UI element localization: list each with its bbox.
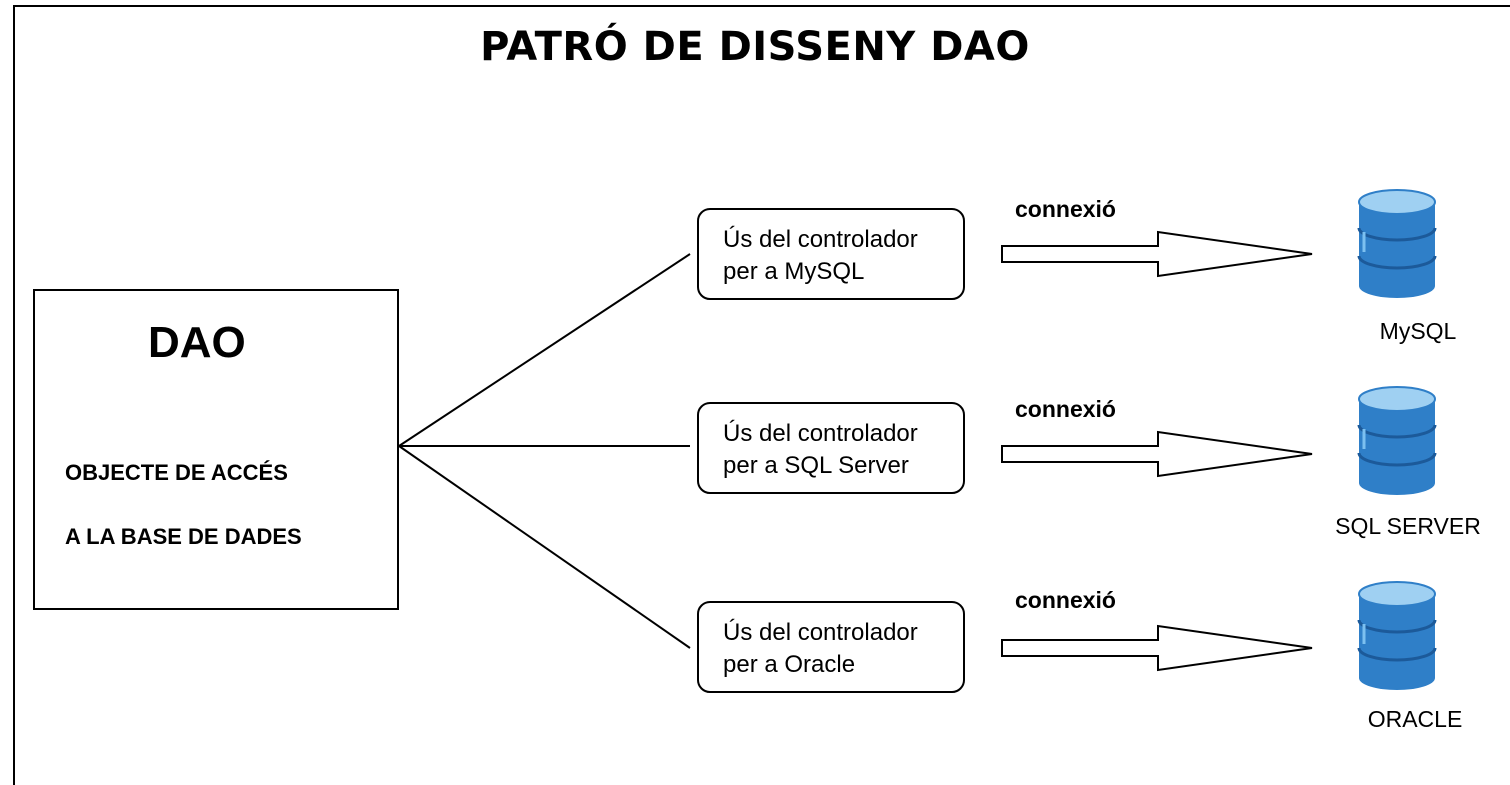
connector-dao-oracle	[398, 445, 691, 649]
controller-box-sqlserver: Ús del controlador per a SQL Server	[697, 402, 965, 494]
diagram-title: PATRÓ DE DISSENY DAO	[480, 24, 1030, 70]
controller-label-line2: per a MySQL	[723, 258, 865, 285]
arrow-mysql	[1001, 230, 1313, 278]
connector-dao-mysql	[398, 253, 691, 447]
controller-label-line1: Ús del controlador	[723, 420, 918, 447]
dao-subtitle-line2: A LA BASE DE DADES	[65, 524, 302, 549]
connection-label-mysql: connexió	[1015, 196, 1116, 222]
controller-label-line1: Ús del controlador	[723, 619, 918, 646]
controller-box-oracle: Ús del controlador per a Oracle	[697, 601, 965, 693]
connection-label-sqlserver: connexió	[1015, 396, 1116, 422]
database-label-sqlserver: SQL SERVER	[1335, 513, 1481, 539]
controller-label-line2: per a SQL Server	[723, 452, 909, 479]
connection-label-oracle: connexió	[1015, 587, 1116, 613]
controller-label-line1: Ús del controlador	[723, 226, 918, 253]
dao-subtitle-line1: OBJECTE DE ACCÉS	[65, 460, 288, 485]
database-icon	[1357, 386, 1437, 495]
database-label-oracle: ORACLE	[1367, 706, 1463, 732]
arrow-oracle	[1001, 624, 1313, 672]
controller-label-line2: per a Oracle	[723, 651, 856, 678]
connectors-layer	[398, 230, 1313, 672]
arrow-sqlserver	[1001, 430, 1313, 478]
database-icon	[1357, 189, 1437, 298]
database-icon	[1357, 581, 1437, 690]
dao-title: DAO	[148, 318, 246, 367]
controller-box-mysql: Ús del controlador per a MySQL	[697, 208, 965, 300]
dao-box	[33, 289, 399, 610]
database-label-mysql: MySQL	[1379, 318, 1457, 344]
diagram-frame	[13, 5, 1510, 785]
